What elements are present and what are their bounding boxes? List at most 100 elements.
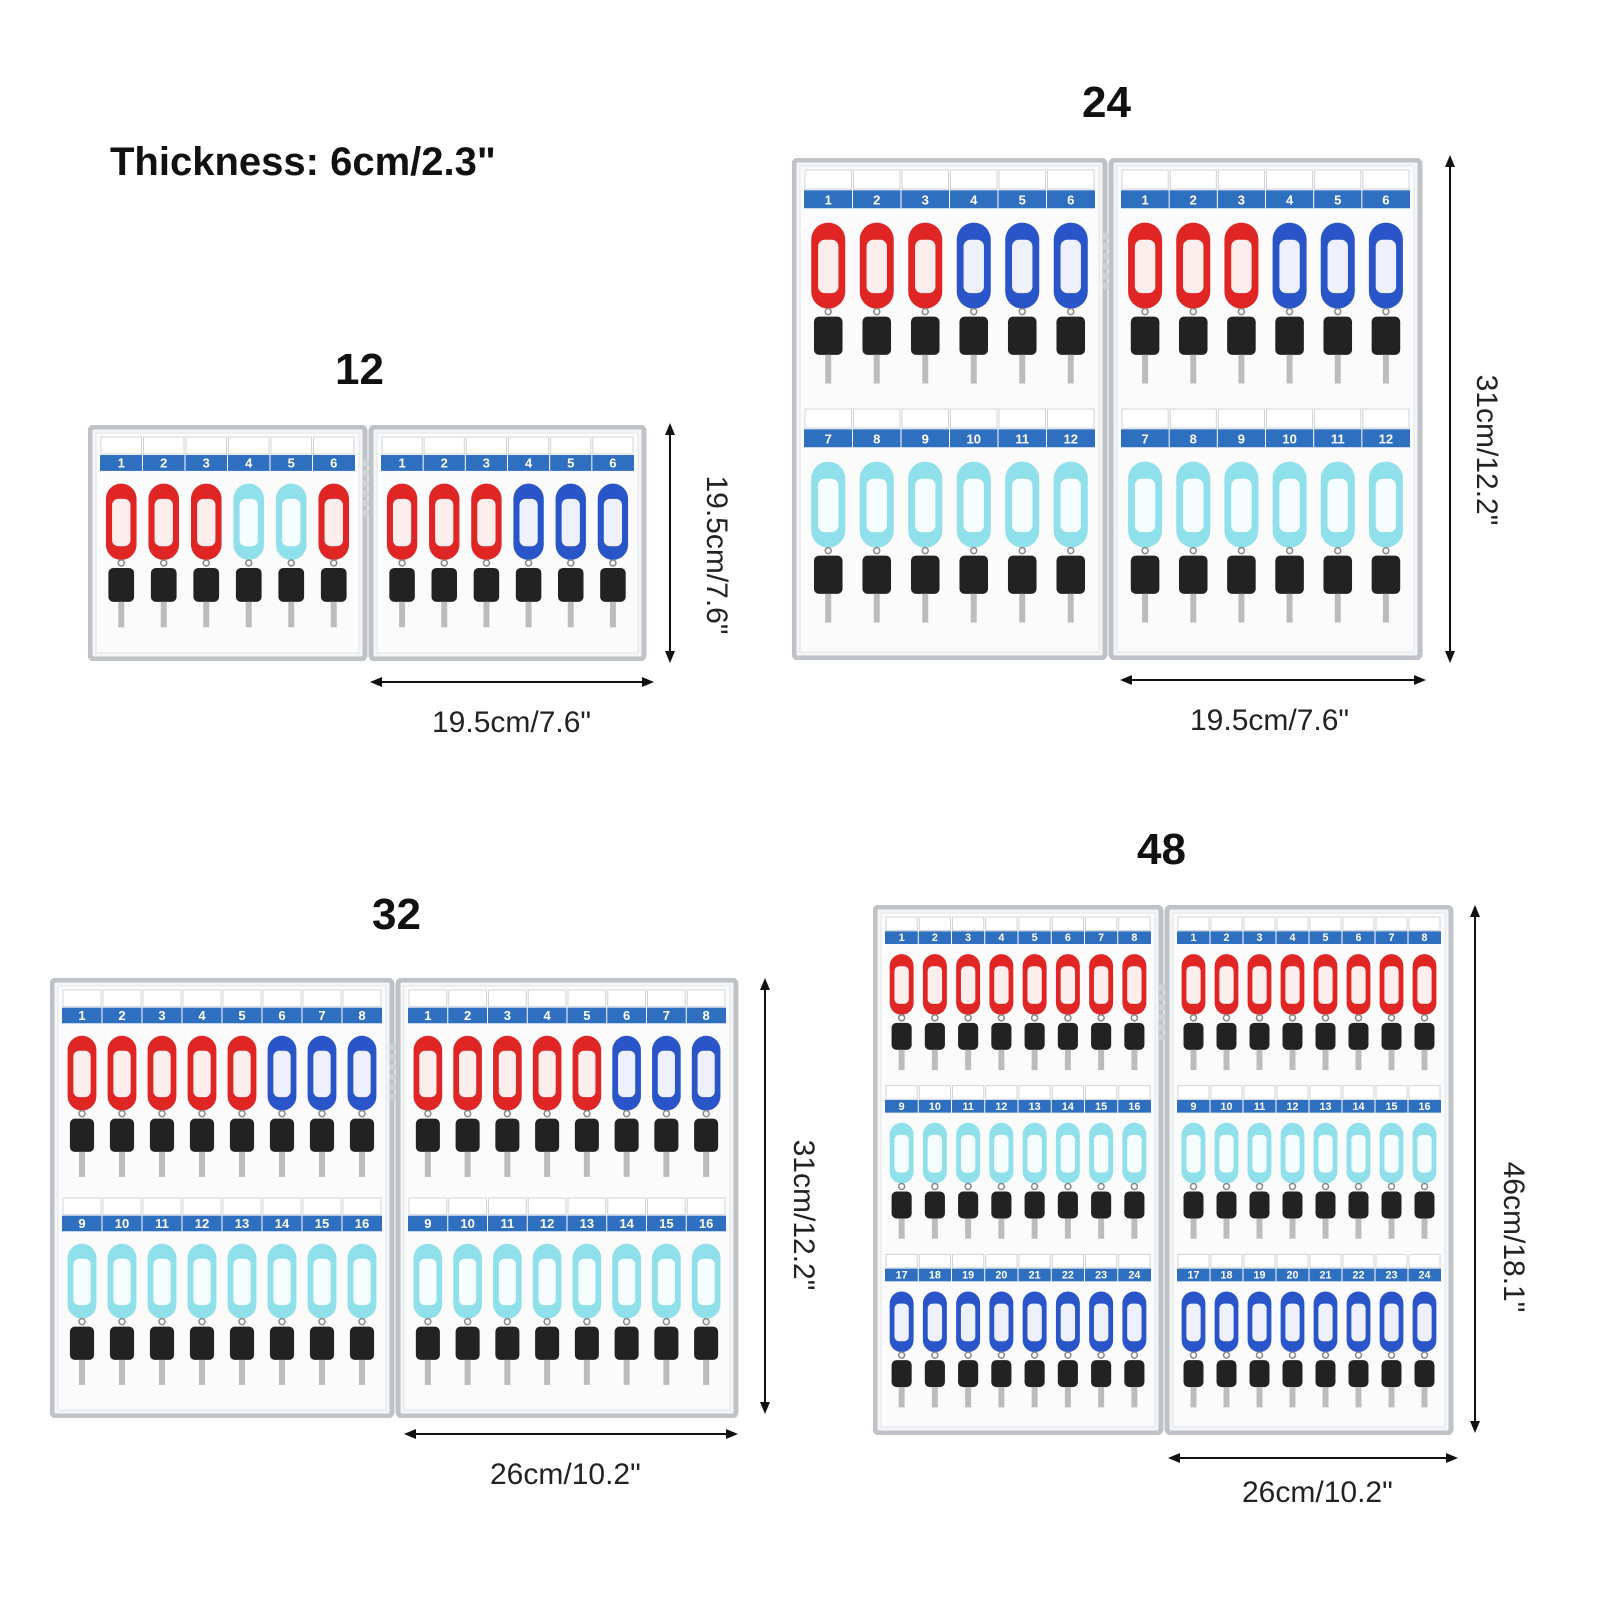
- hook-number: 5: [567, 455, 574, 470]
- hook-number: 3: [203, 455, 210, 470]
- hinge: [363, 490, 369, 497]
- key-icon: [813, 555, 843, 623]
- name-slot: [1118, 1253, 1151, 1269]
- name-slot: [1217, 169, 1266, 190]
- key-tag-icon: [107, 1243, 137, 1326]
- key-tag-icon: [989, 1291, 1014, 1359]
- hook-number: 8: [703, 1008, 710, 1023]
- name-slot: [1169, 408, 1217, 429]
- hook-number: 4: [525, 455, 533, 470]
- name-slot: [1051, 1253, 1084, 1269]
- name-slot: [1177, 1085, 1210, 1100]
- model-24-title: 24: [1082, 78, 1131, 127]
- name-slot: [607, 989, 646, 1008]
- name-slot: [222, 1197, 262, 1216]
- hinge: [390, 1044, 396, 1050]
- hook-number: 1: [1141, 192, 1148, 207]
- hook-number: 10: [115, 1216, 129, 1231]
- key-icon: [557, 567, 584, 628]
- key-tag-icon: [187, 1035, 217, 1118]
- key-icon: [1414, 1022, 1435, 1071]
- hook-number: 11: [962, 1101, 973, 1113]
- key-tag-icon: [956, 1291, 981, 1359]
- height-label-32: 31cm/12.2": [787, 1139, 820, 1291]
- name-slot: [302, 989, 342, 1008]
- key-tag-icon: [889, 1122, 914, 1191]
- key-icon: [149, 1118, 175, 1177]
- key-tag-icon: [1055, 954, 1080, 1022]
- key-tag-icon: [1272, 222, 1307, 316]
- hook-number: 6: [623, 1008, 630, 1023]
- hinge: [363, 460, 369, 467]
- hook-number: 4: [245, 455, 253, 470]
- key-icon: [189, 1326, 215, 1385]
- key-icon: [109, 1326, 135, 1385]
- hook-number: 20: [995, 1270, 1007, 1282]
- key-icon: [149, 1326, 175, 1385]
- key-icon: [431, 567, 458, 628]
- key-icon: [694, 1326, 719, 1385]
- key-icon: [614, 1118, 639, 1177]
- hook-number: 7: [1389, 932, 1395, 944]
- key-tag-icon: [1247, 1122, 1272, 1191]
- hook-number: 6: [1382, 192, 1389, 207]
- name-slot: [1276, 916, 1309, 931]
- key-tag-icon: [267, 1035, 297, 1118]
- hinge: [1103, 253, 1109, 260]
- name-slot: [998, 169, 1046, 190]
- width-label-24: 19.5cm/7.6": [1190, 704, 1350, 737]
- key-tag-icon: [859, 461, 894, 555]
- height-label-24: 31cm/12.2": [1470, 374, 1503, 526]
- key-icon: [1216, 1022, 1237, 1071]
- hinge: [1103, 273, 1109, 280]
- key-tag-icon: [307, 1243, 337, 1326]
- name-slot: [222, 989, 262, 1008]
- key-tag-icon: [612, 1243, 641, 1326]
- key-icon: [1249, 1360, 1270, 1408]
- hook-number: 14: [619, 1216, 634, 1231]
- key-icon: [1056, 316, 1086, 384]
- key-icon: [235, 567, 262, 628]
- hook-number: 8: [358, 1008, 365, 1023]
- name-slot: [950, 169, 998, 190]
- name-slot: [1243, 1085, 1276, 1100]
- hinge: [1159, 1034, 1165, 1041]
- name-slot: [1362, 169, 1410, 190]
- key-icon: [1124, 1022, 1145, 1071]
- key-tag-icon: [1122, 1122, 1147, 1191]
- hook-number: 3: [158, 1008, 165, 1023]
- width-arrow-12: [370, 677, 654, 687]
- key-tag-icon: [1055, 1122, 1080, 1191]
- hook-number: 1: [78, 1008, 85, 1023]
- hook-number: 17: [896, 1270, 908, 1282]
- hook-number: 12: [1064, 431, 1078, 446]
- key-tag-icon: [922, 954, 947, 1022]
- hook-number: 9: [424, 1216, 431, 1231]
- key-tag-icon: [1368, 222, 1403, 316]
- key-icon: [535, 1326, 560, 1385]
- name-slot: [901, 408, 949, 429]
- key-tag-icon: [1224, 222, 1259, 316]
- key-icon: [415, 1118, 440, 1177]
- name-slot: [262, 1197, 302, 1216]
- key-icon: [389, 567, 415, 628]
- key-icon: [958, 1022, 979, 1071]
- hinge: [363, 510, 369, 517]
- hook-number: 15: [1386, 1101, 1398, 1113]
- key-tag-icon: [318, 483, 350, 567]
- hook-number: 8: [873, 431, 880, 446]
- key-tag-icon: [532, 1243, 562, 1326]
- name-slot: [1018, 916, 1051, 931]
- name-slot: [607, 1197, 646, 1216]
- name-slot: [62, 989, 102, 1008]
- hook-number: 11: [1015, 431, 1029, 446]
- key-icon: [415, 1326, 440, 1385]
- key-tag-icon: [989, 1122, 1014, 1191]
- key-icon: [1091, 1360, 1112, 1408]
- hook-number: 5: [1334, 192, 1341, 207]
- name-slot: [1018, 1253, 1051, 1269]
- hinge: [363, 480, 369, 487]
- hook-number: 14: [1353, 1101, 1365, 1113]
- name-slot: [1210, 1085, 1243, 1100]
- name-slot: [408, 1197, 448, 1216]
